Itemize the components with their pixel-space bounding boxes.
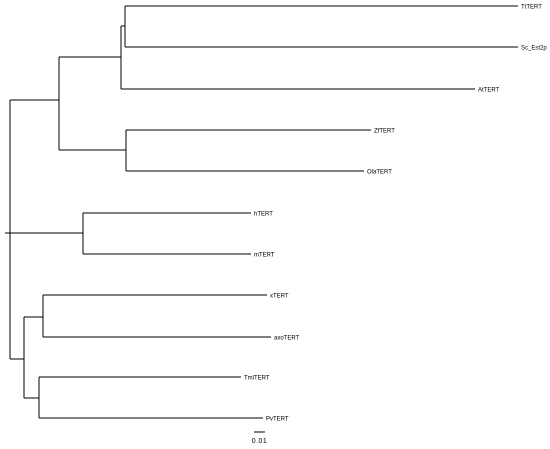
tip-label-pvTERT: PvTERT [266,417,289,423]
tip-label-xTERT: xTERT [270,294,289,300]
tip-label-hTERT: hTERT [254,212,273,218]
scale-bar-label: 0.01 [252,438,268,445]
tip-label-atTERT: AtTERT [478,88,500,94]
tip-label-zfTERT: ZfTERT [374,129,395,135]
tip-label-sc-est2p: Sc_Est2p [521,46,547,52]
tip-label-ttTERT: TtTERT [521,5,542,11]
tip-label-mTERT: mTERT [254,253,275,259]
tip-label-olaTERT: OlaTERT [367,170,392,176]
tip-label-axoTERT: axoTERT [274,336,300,342]
tip-label-tmlTERT: TmlTERT [244,376,270,382]
